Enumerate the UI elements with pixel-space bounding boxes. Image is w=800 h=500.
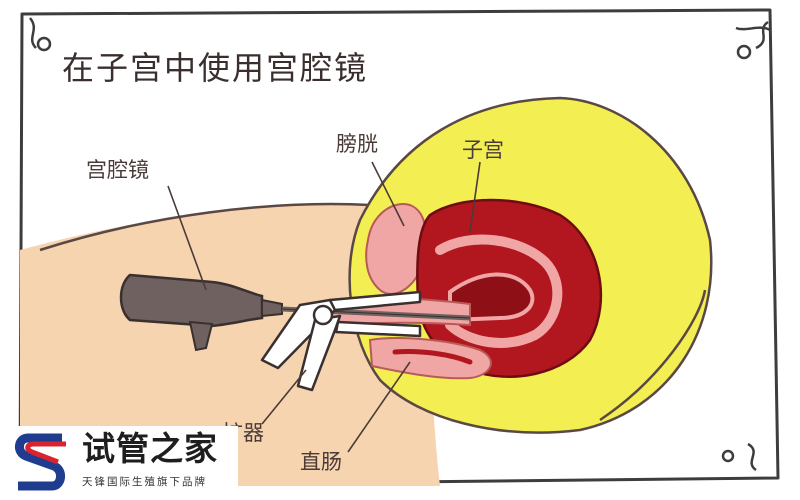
label-uterus: 子宫 [462, 138, 504, 162]
rectum-shape [368, 337, 492, 380]
rectum-inner [392, 349, 473, 365]
body-skin [20, 204, 440, 486]
leader-bladder [371, 161, 405, 227]
page-title: 在子宫中使用宫腔镜 [62, 49, 369, 87]
body-outline [39, 202, 371, 252]
uterus-wall [435, 234, 563, 348]
label-leader-lines [167, 161, 481, 453]
leader-rectum [347, 361, 411, 453]
label-rectum: 直肠 [300, 450, 342, 474]
brand-tagline: 天锋国际生殖旗下品牌 [82, 476, 207, 488]
label-bladder: 膀胱 [336, 132, 378, 156]
brand-name: 试管之家 [82, 429, 218, 468]
frame-corner-swirls [28, 17, 771, 472]
leader-hysteroscope [167, 185, 207, 291]
leader-uterus [469, 161, 481, 233]
back-skin-curve [599, 289, 707, 422]
speculum-instrument [260, 290, 422, 392]
label-hysteroscope: 宫腔镜 [86, 158, 149, 182]
leader-dilator [261, 369, 307, 425]
brand-logo-icon [15, 433, 66, 491]
